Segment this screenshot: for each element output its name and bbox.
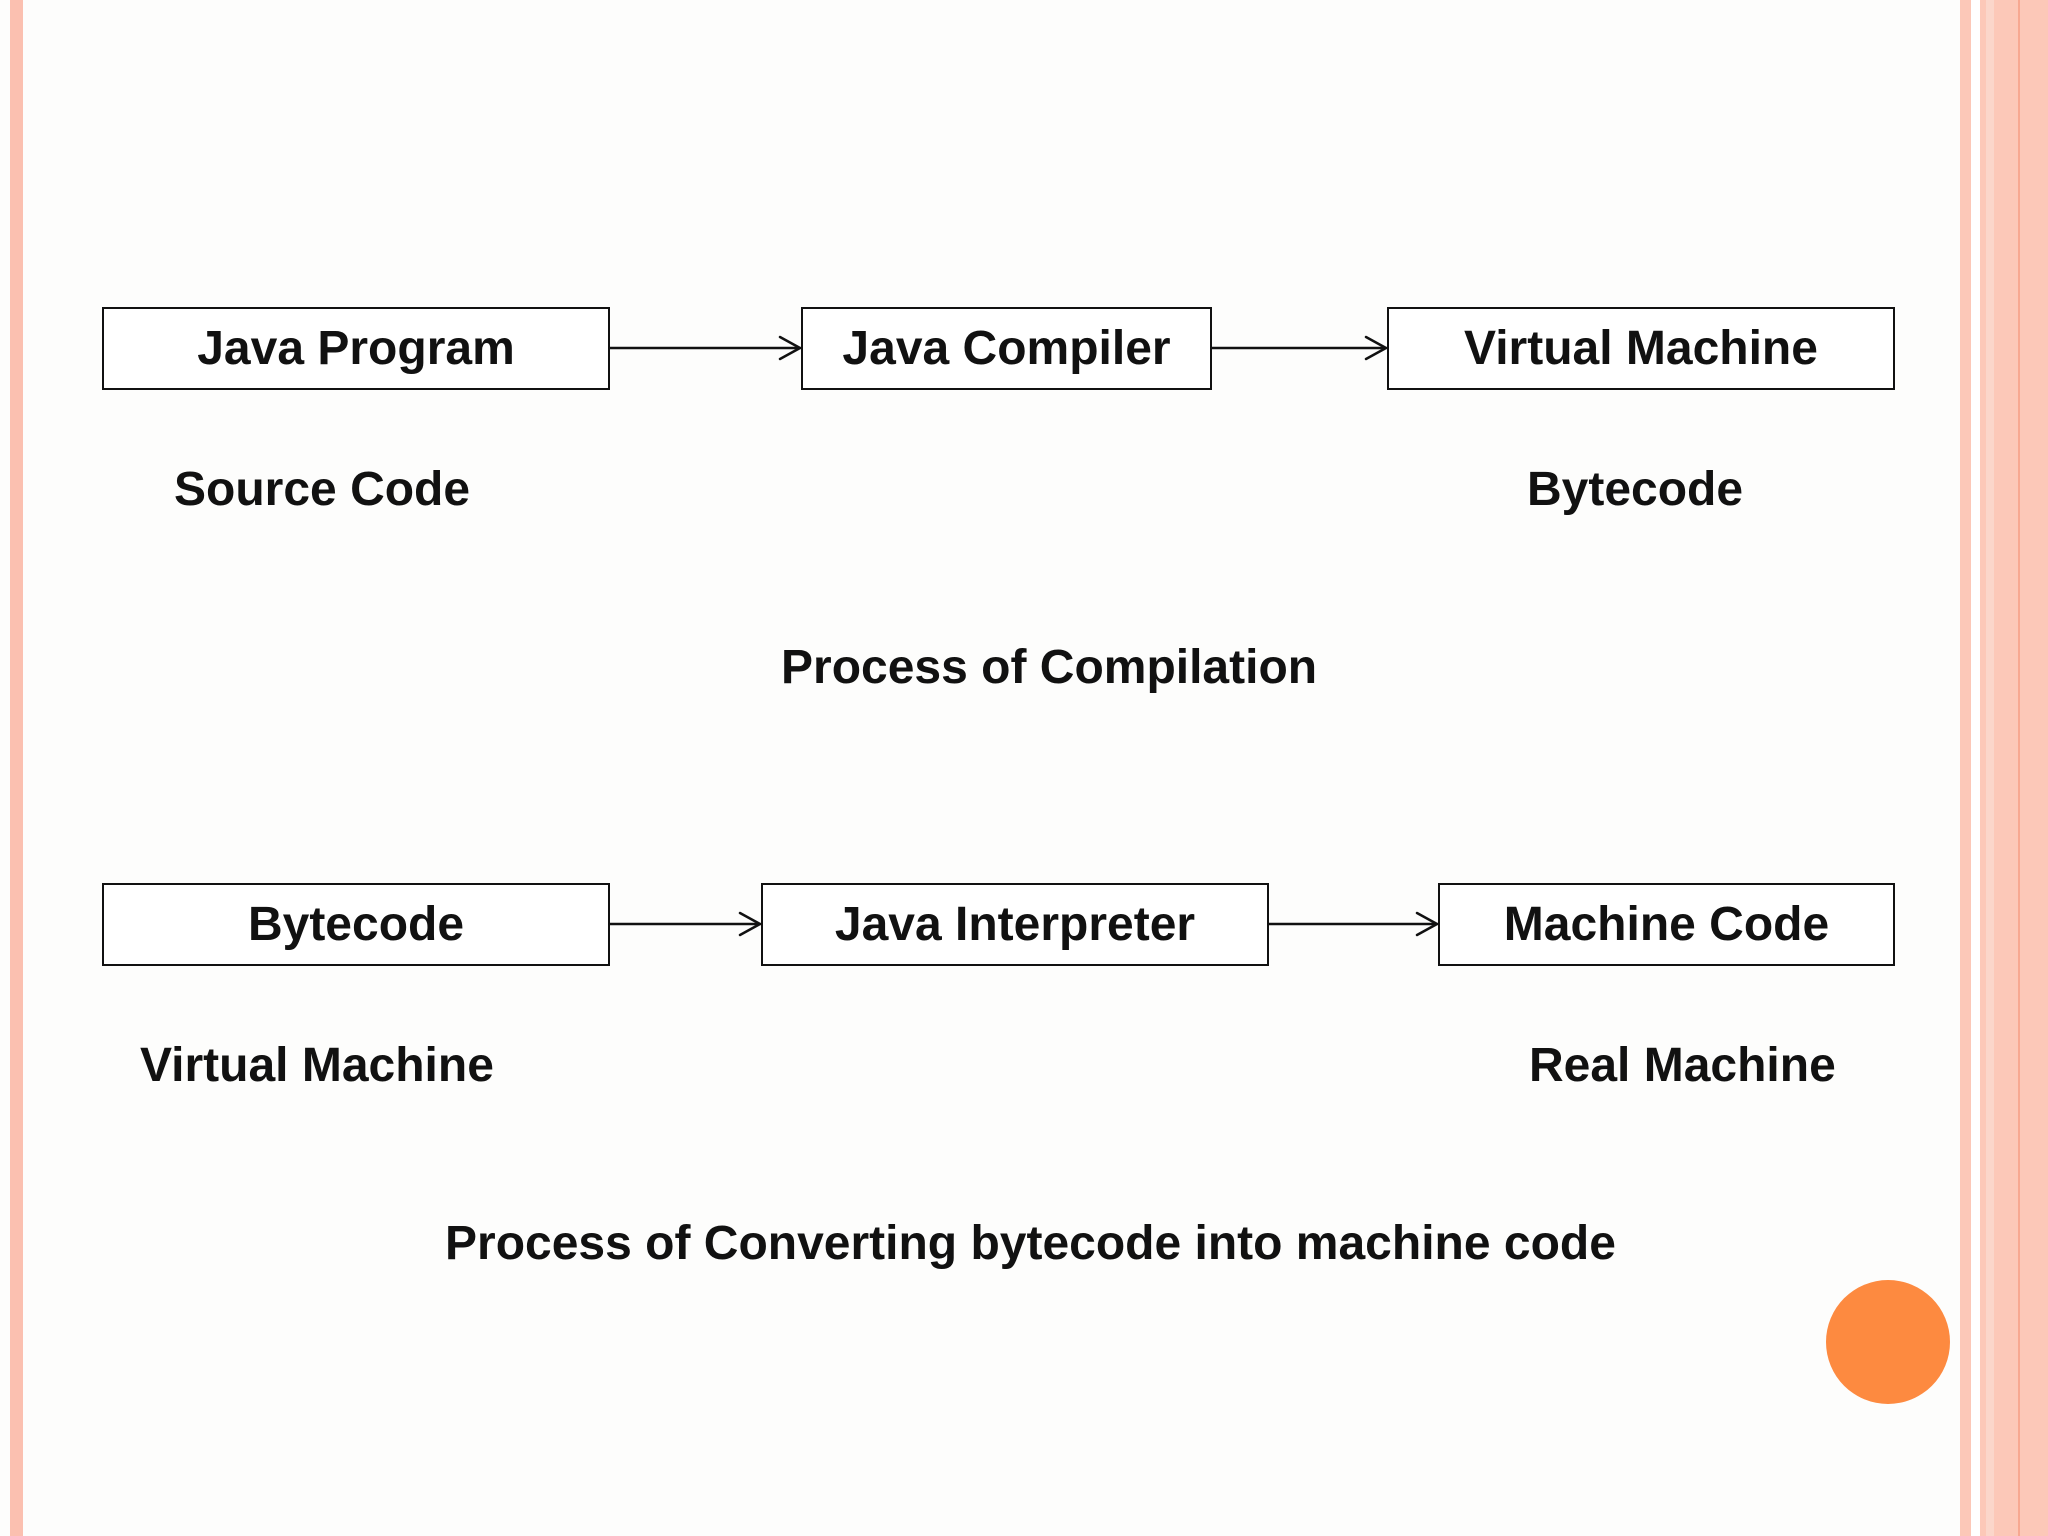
arrow-bytecode-to-interpreter — [608, 911, 762, 937]
arrow-interpreter-to-machine-code — [1267, 911, 1439, 937]
bytecode-label: Bytecode — [1527, 463, 1744, 516]
accent-circle — [1826, 1280, 1950, 1404]
bytecode-box: Bytecode — [102, 883, 610, 966]
arrow-compiler-to-vm — [1210, 335, 1388, 361]
arrow-program-to-compiler — [608, 335, 802, 361]
machine-code-box: Machine Code — [1438, 883, 1895, 966]
real-machine-label: Real Machine — [1529, 1039, 1836, 1092]
left-border-stripe — [10, 0, 23, 1536]
right-border-stripe — [1994, 0, 2000, 1536]
java-compiler-box: Java Compiler — [801, 307, 1212, 390]
virtual-machine-label: Virtual Machine — [140, 1039, 494, 1092]
java-interpreter-box: Java Interpreter — [761, 883, 1269, 966]
virtual-machine-box: Virtual Machine — [1387, 307, 1895, 390]
right-border-stripe — [1986, 0, 1994, 1536]
right-border-stripe — [1960, 0, 1971, 1536]
java-program-box: Java Program — [102, 307, 610, 390]
right-border-stripe — [1980, 0, 1986, 1536]
compilation-caption: Process of Compilation — [781, 641, 1318, 694]
source-code-label: Source Code — [174, 463, 471, 516]
interpretation-caption: Process of Converting bytecode into mach… — [445, 1217, 1616, 1270]
right-border-stripe — [2000, 0, 2048, 1536]
right-border-line — [2018, 0, 2020, 1536]
